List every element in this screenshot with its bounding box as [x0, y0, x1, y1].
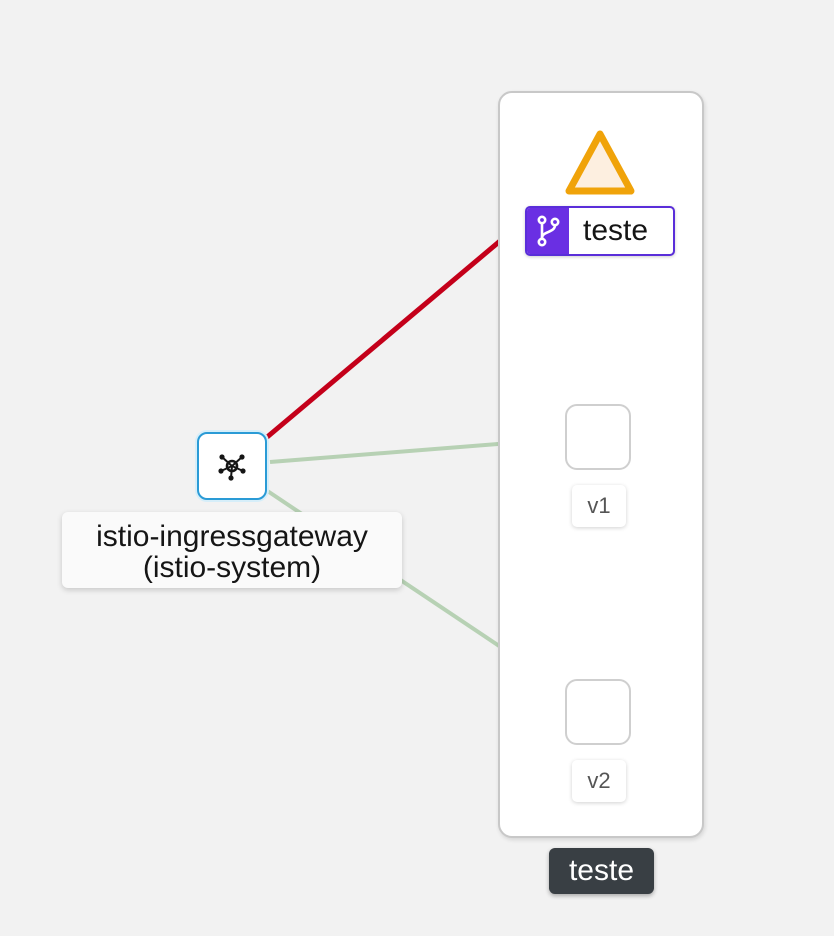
gateway-name: istio-ingressgateway	[96, 520, 368, 553]
gateway-label: istio-ingressgateway (istio-system)	[62, 512, 402, 588]
gateway-namespace: (istio-system)	[142, 551, 322, 584]
workload-label-v2: v2	[572, 760, 626, 802]
branch-icon	[527, 208, 569, 254]
gateway-node[interactable]	[197, 432, 267, 500]
warning-triangle-icon[interactable]	[563, 128, 637, 198]
workload-node-v2[interactable]	[565, 679, 631, 745]
gateway-icon	[218, 454, 246, 481]
workload-node-v1[interactable]	[565, 404, 631, 470]
service-label: teste	[583, 214, 649, 247]
service-node-tag[interactable]: teste	[525, 206, 675, 256]
app-box-label: teste	[549, 848, 654, 894]
workload-label-v1: v1	[572, 485, 626, 527]
